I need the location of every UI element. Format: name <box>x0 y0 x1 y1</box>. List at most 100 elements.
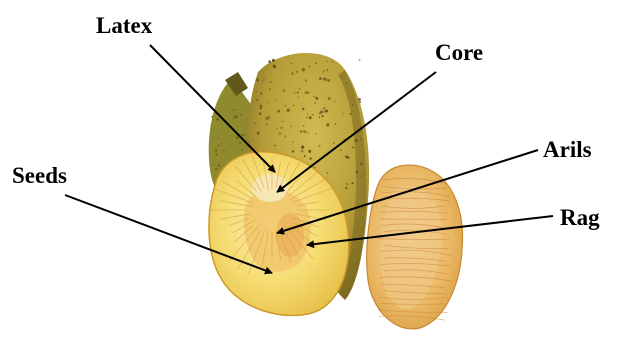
skin-spot <box>313 95 315 97</box>
skin-spot <box>272 59 275 62</box>
skin-spot <box>306 116 308 118</box>
skin-spot <box>301 146 304 149</box>
skin-spot <box>349 113 351 115</box>
skin-spot <box>223 150 225 152</box>
skin-spot <box>345 187 348 190</box>
skin-spot <box>241 149 243 151</box>
skin-spot <box>218 162 219 163</box>
skin-spot <box>304 130 307 133</box>
skin-spot <box>361 175 363 177</box>
label-seeds: Seeds <box>12 164 67 187</box>
skin-spot <box>287 109 290 112</box>
skin-spot <box>314 102 316 104</box>
skin-spot <box>307 113 308 114</box>
skin-spot <box>259 112 262 115</box>
skin-spot <box>352 182 354 184</box>
skin-spot <box>215 149 217 151</box>
skin-spot <box>266 123 268 125</box>
skin-spot <box>302 68 305 71</box>
skin-spot <box>343 113 344 114</box>
skin-spot <box>235 116 237 118</box>
skin-spot <box>270 81 272 83</box>
skin-spot <box>333 142 335 144</box>
skin-spot <box>233 118 235 120</box>
skin-spot <box>315 133 316 134</box>
skin-spot <box>277 110 280 113</box>
skin-spot <box>303 131 304 132</box>
skin-spot <box>260 105 262 107</box>
skin-spot <box>215 154 217 156</box>
skin-spot <box>269 88 271 90</box>
skin-spot <box>318 145 320 147</box>
skin-spot <box>326 123 329 126</box>
skin-spot <box>323 70 325 72</box>
skin-spot <box>312 114 313 115</box>
skin-spot <box>356 170 359 173</box>
skin-spot <box>359 101 361 103</box>
skin-spot <box>328 97 331 100</box>
skin-spot <box>291 63 292 64</box>
skin-spot <box>267 102 268 103</box>
skin-spot <box>215 168 217 170</box>
skin-spot <box>360 126 361 127</box>
skin-spot <box>360 138 362 140</box>
skin-spot <box>323 110 326 113</box>
skin-spot <box>341 77 343 79</box>
skin-spot <box>323 107 325 109</box>
label-core: Core <box>435 41 483 64</box>
skin-spot <box>211 116 213 118</box>
skin-spot <box>236 137 239 140</box>
skin-spot <box>352 104 354 106</box>
skin-spot <box>319 77 322 80</box>
skin-spot <box>359 59 361 61</box>
skin-spot <box>280 127 282 129</box>
skin-spot <box>240 114 242 116</box>
skin-spot <box>308 66 310 68</box>
skin-spot <box>257 132 260 135</box>
skin-spot <box>298 88 300 90</box>
skin-spot <box>263 78 265 80</box>
skin-spot <box>239 142 241 144</box>
skin-spot <box>265 117 268 120</box>
skin-spot <box>213 164 215 166</box>
skin-spot <box>308 150 311 153</box>
skin-spot <box>319 117 320 118</box>
skin-spot <box>217 119 219 121</box>
skin-spot <box>291 72 294 75</box>
skin-spot <box>244 134 246 136</box>
skin-spot <box>345 82 347 84</box>
skin-spot <box>302 108 304 110</box>
skin-spot <box>298 96 299 97</box>
skin-spot <box>346 156 349 159</box>
label-rag: Rag <box>560 206 600 229</box>
skin-spot <box>308 132 309 133</box>
skin-spot <box>305 91 308 94</box>
skin-spot <box>292 150 294 152</box>
skin-spot <box>309 116 312 119</box>
skin-spot <box>315 97 318 100</box>
skin-spot <box>254 122 256 124</box>
skin-spot <box>360 162 363 165</box>
skin-spot <box>294 92 296 94</box>
skin-spot <box>274 145 276 147</box>
skin-spot <box>218 137 219 138</box>
skin-spot <box>315 62 317 64</box>
skin-spot <box>323 72 324 73</box>
skin-spot <box>260 92 262 94</box>
skin-spot <box>304 155 306 157</box>
skin-spot <box>262 80 263 81</box>
skin-spot <box>320 111 323 114</box>
skin-spot <box>326 79 329 82</box>
skin-spot <box>235 110 236 111</box>
skin-spot <box>290 126 291 127</box>
skin-spot <box>297 92 299 94</box>
skin-spot <box>303 125 304 126</box>
skin-spot <box>335 123 337 125</box>
skin-spot <box>332 61 333 62</box>
skin-spot <box>256 99 259 102</box>
skin-spot <box>232 110 233 111</box>
skin-spot <box>276 128 278 130</box>
skin-spot <box>241 134 243 136</box>
skin-spot <box>340 149 342 151</box>
skin-spot <box>326 60 327 61</box>
